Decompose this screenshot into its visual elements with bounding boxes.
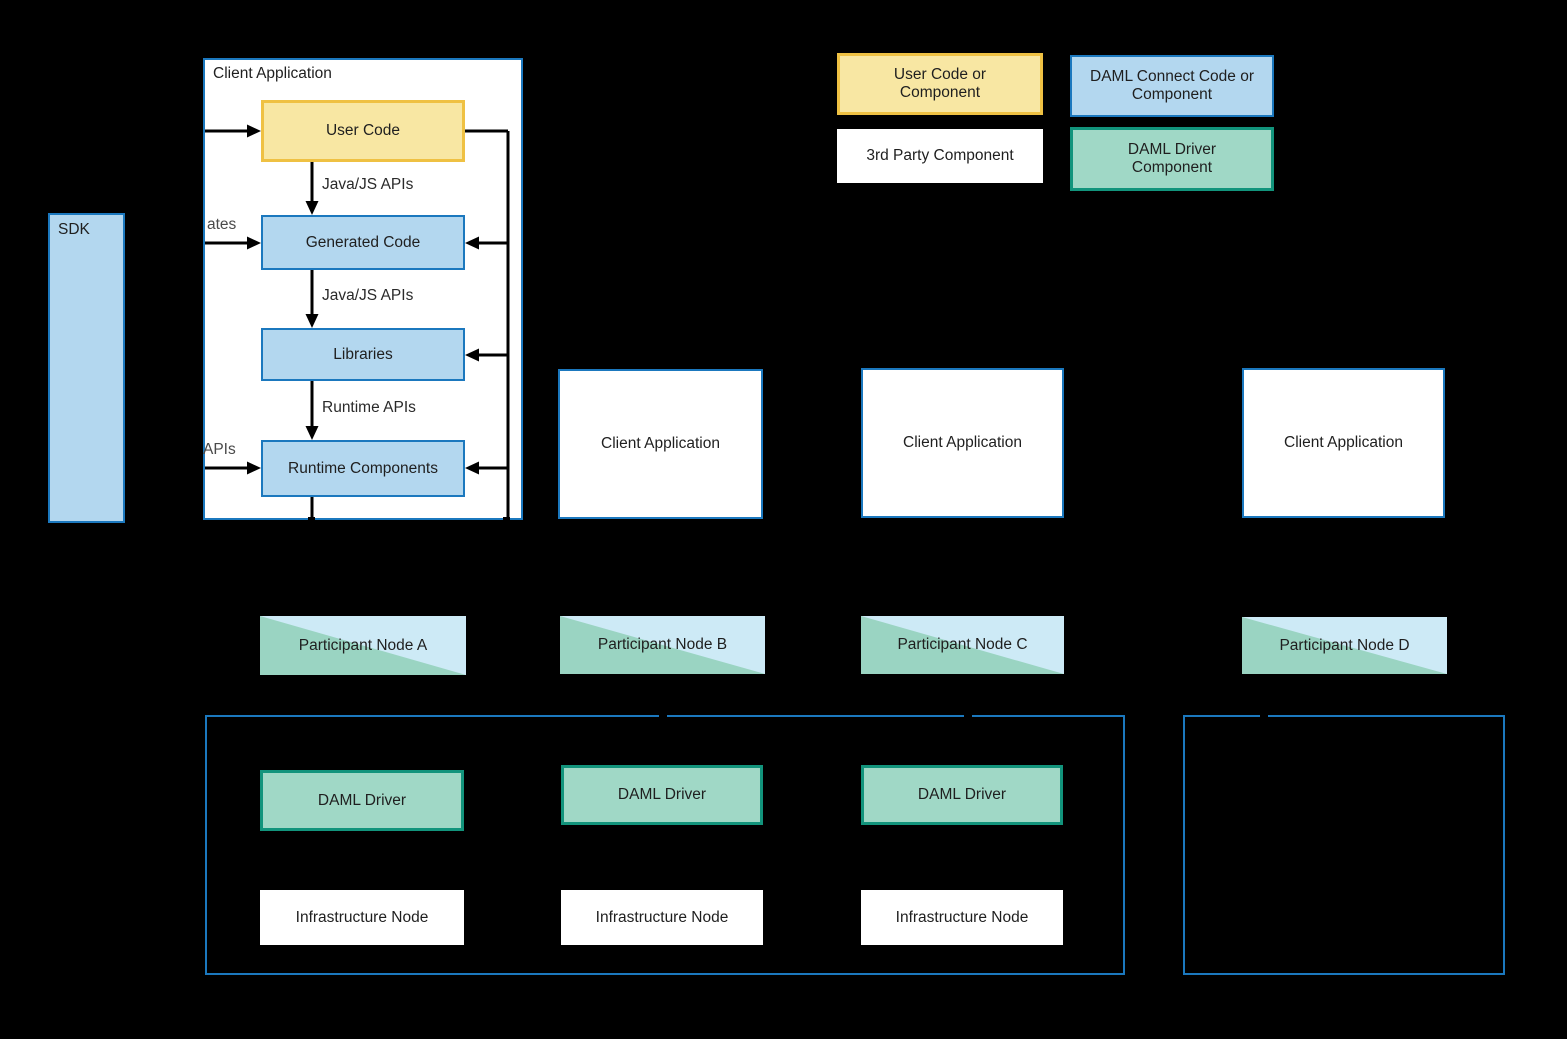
participant-node-a-label: Participant Node A (298, 636, 428, 654)
client-application-b-label: Client Application (601, 435, 720, 452)
connector-notch-group-c (964, 715, 972, 719)
legend-user-code-label: User Code or Component (893, 66, 987, 101)
participant-node-b-label: Participant Node B (597, 636, 728, 653)
daml-driver-b-label: DAML Driver (617, 786, 707, 803)
client-application-d-label: Client Application (1284, 434, 1403, 451)
infrastructure-node-c-box: Infrastructure Node (861, 890, 1063, 945)
legend-third-party: 3rd Party Component (837, 129, 1043, 183)
infrastructure-node-a-label: Infrastructure Node (295, 908, 429, 926)
participant-node-b-diagonal (560, 616, 765, 674)
legend-daml-driver: DAML Driver Component (1070, 127, 1274, 191)
libraries-label: Libraries (333, 345, 393, 363)
arrowhead-rail-into-libraries (465, 348, 479, 362)
edge-label-java-js-apis-2: Java/JS APIs (322, 287, 414, 304)
client-application-c-label: Client Application (903, 434, 1022, 451)
legend-user-code: User Code or Component (837, 53, 1043, 115)
arrowhead-rail-into-generated (465, 236, 479, 250)
infrastructure-node-b-label: Infrastructure Node (595, 908, 729, 926)
participant-node-a-box: Participant Node A (260, 616, 466, 675)
infrastructure-group-right (1183, 715, 1505, 975)
edge-label-java-js-apis-1: Java/JS APIs (322, 176, 414, 193)
daml-driver-c-label: DAML Driver (917, 786, 1007, 803)
runtime-components-label: Runtime Components (288, 459, 438, 477)
legend-third-party-label: 3rd Party Component (866, 147, 1014, 164)
participant-node-c-diagonal (861, 616, 1064, 674)
libraries-box: Libraries (261, 328, 465, 381)
connector-lines-svg (205, 124, 510, 518)
edge-label-partial-generates: ates (207, 216, 237, 233)
legend-daml-connect: DAML Connect Code or Component (1070, 55, 1274, 117)
runtime-components-box: Runtime Components (261, 440, 465, 497)
legend-daml-driver-label: DAML Driver Component (1127, 141, 1217, 176)
arrowhead-generated-to-libraries (305, 314, 319, 328)
arrowhead-left-into-usercode (247, 124, 261, 138)
arrowhead-libraries-to-runtime (305, 426, 319, 440)
generated-code-label: Generated Code (305, 233, 421, 251)
client-application-main-box: Client Application (203, 58, 523, 520)
client-application-d-box: Client Application (1242, 368, 1445, 518)
daml-driver-c-box: DAML Driver (861, 765, 1063, 825)
participant-node-c-label: Participant Node C (897, 636, 1028, 653)
connector-notch-group-b (659, 715, 667, 719)
participant-node-d-box: Participant Node D (1242, 617, 1447, 674)
client-application-main-title: Client Application (213, 65, 332, 82)
participant-node-d-label: Participant Node D (1279, 636, 1410, 654)
edge-label-runtime-apis: Runtime APIs (322, 399, 416, 416)
infrastructure-node-a-box: Infrastructure Node (260, 890, 464, 945)
infrastructure-node-b-box: Infrastructure Node (561, 890, 763, 945)
connector-notch-main-right (503, 517, 510, 522)
user-code-label: User Code (325, 122, 401, 139)
edge-label-partial-apis: APIs (203, 441, 236, 458)
generated-code-box: Generated Code (261, 215, 465, 270)
arrowhead-left-into-generated (247, 236, 261, 250)
daml-driver-b-box: DAML Driver (561, 765, 763, 825)
arrowhead-usercode-to-generated (305, 201, 319, 215)
infrastructure-group-left (205, 715, 1125, 975)
participant-node-b-box: Participant Node B (560, 616, 765, 674)
connector-notch-group-d (1260, 715, 1268, 719)
daml-driver-a-box: DAML Driver (260, 770, 464, 831)
sdk-label: SDK (58, 221, 90, 238)
user-code-box: User Code (261, 100, 465, 162)
arrowhead-rail-into-runtime (465, 461, 479, 475)
infrastructure-node-c-label: Infrastructure Node (895, 908, 1029, 926)
sdk-box: SDK (48, 213, 125, 523)
daml-driver-a-label: DAML Driver (317, 791, 407, 809)
participant-node-d-diagonal (1242, 617, 1447, 674)
client-application-c-box: Client Application (861, 368, 1064, 518)
arrowhead-left-into-runtime (247, 461, 261, 475)
connector-notch-main-left (308, 517, 315, 522)
client-application-b-box: Client Application (558, 369, 763, 519)
participant-node-a-diagonal (260, 616, 466, 675)
participant-node-c-box: Participant Node C (861, 616, 1064, 674)
legend-daml-connect-label: DAML Connect Code or Component (1090, 68, 1254, 103)
